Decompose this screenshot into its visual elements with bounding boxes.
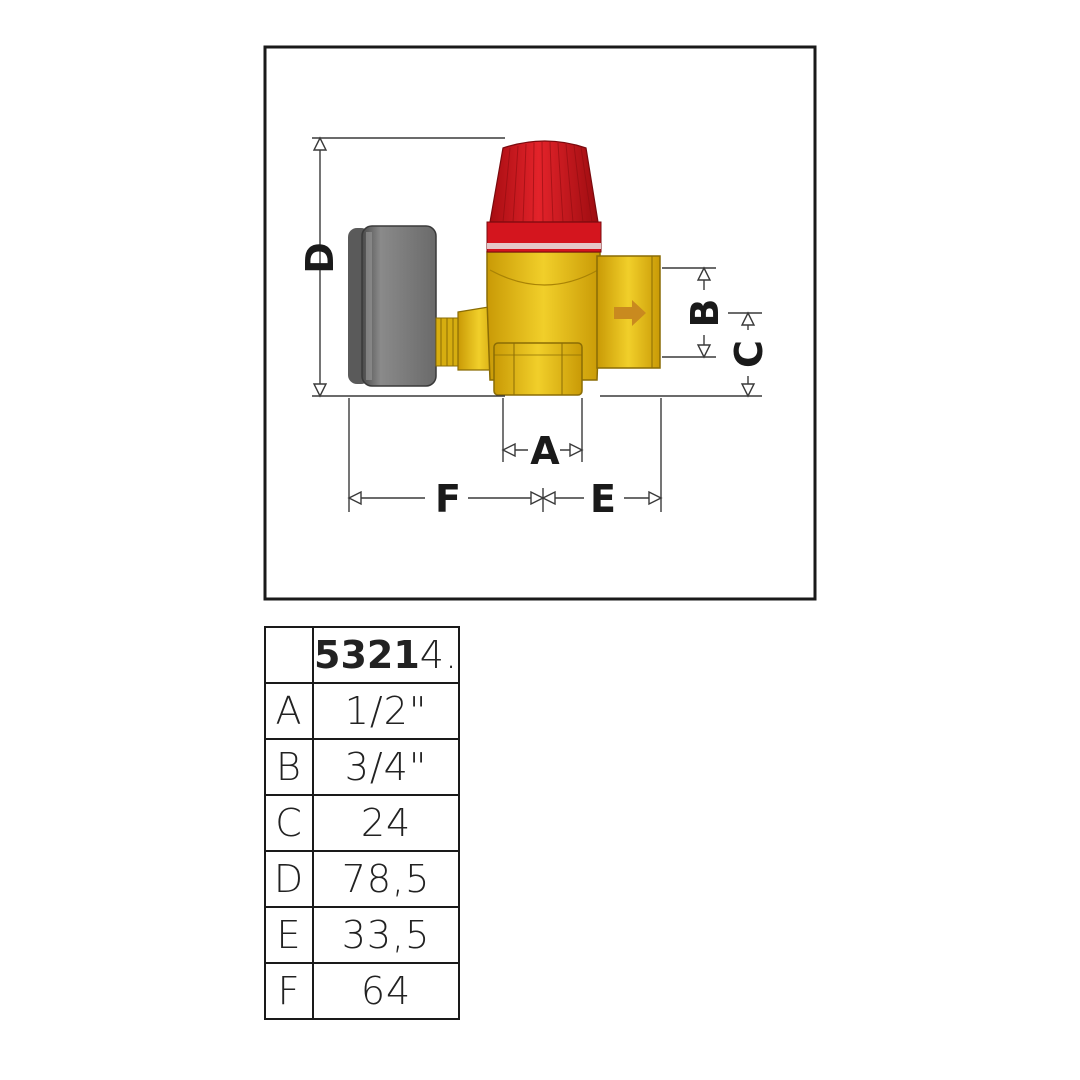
table-row: B 3/4"	[264, 738, 461, 796]
row-value: 3/4"	[311, 738, 461, 796]
table-header-row: 53214.	[264, 626, 461, 684]
row-key: D	[264, 850, 314, 908]
dimension-label-d: D	[298, 242, 342, 274]
valve-red-cap	[486, 140, 602, 253]
row-key: A	[264, 682, 314, 740]
dimension-table: 53214. A 1/2" B 3/4" C 24 D 78,5 E 33,5 …	[264, 626, 461, 1020]
row-value: 64	[311, 962, 461, 1020]
row-value: 33,5	[311, 906, 461, 964]
row-key: B	[264, 738, 314, 796]
table-row: C 24	[264, 794, 461, 852]
product-code: 53214.	[311, 626, 461, 684]
row-key: C	[264, 794, 314, 852]
table-corner-cell	[264, 626, 314, 684]
dimension-label-f: F	[435, 477, 461, 521]
row-value: 78,5	[311, 850, 461, 908]
product-code-suffix: 4.	[419, 633, 459, 677]
row-value: 1/2"	[311, 682, 461, 740]
dimension-label-c: C	[727, 340, 771, 368]
row-key: E	[264, 906, 314, 964]
flow-arrow-icon	[614, 300, 646, 326]
table-row: E 33,5	[264, 906, 461, 964]
row-key: F	[264, 962, 314, 1020]
row-value: 24	[311, 794, 461, 852]
product-code-main: 5321	[314, 633, 420, 677]
dimension-label-e: E	[590, 477, 616, 521]
dimension-label-b: B	[683, 299, 727, 328]
table-row: A 1/2"	[264, 682, 461, 740]
pressure-gauge	[348, 225, 459, 387]
table-row: F 64	[264, 962, 461, 1020]
table-row: D 78,5	[264, 850, 461, 908]
dimension-lines	[312, 136, 762, 512]
dimension-label-a: A	[530, 429, 560, 473]
